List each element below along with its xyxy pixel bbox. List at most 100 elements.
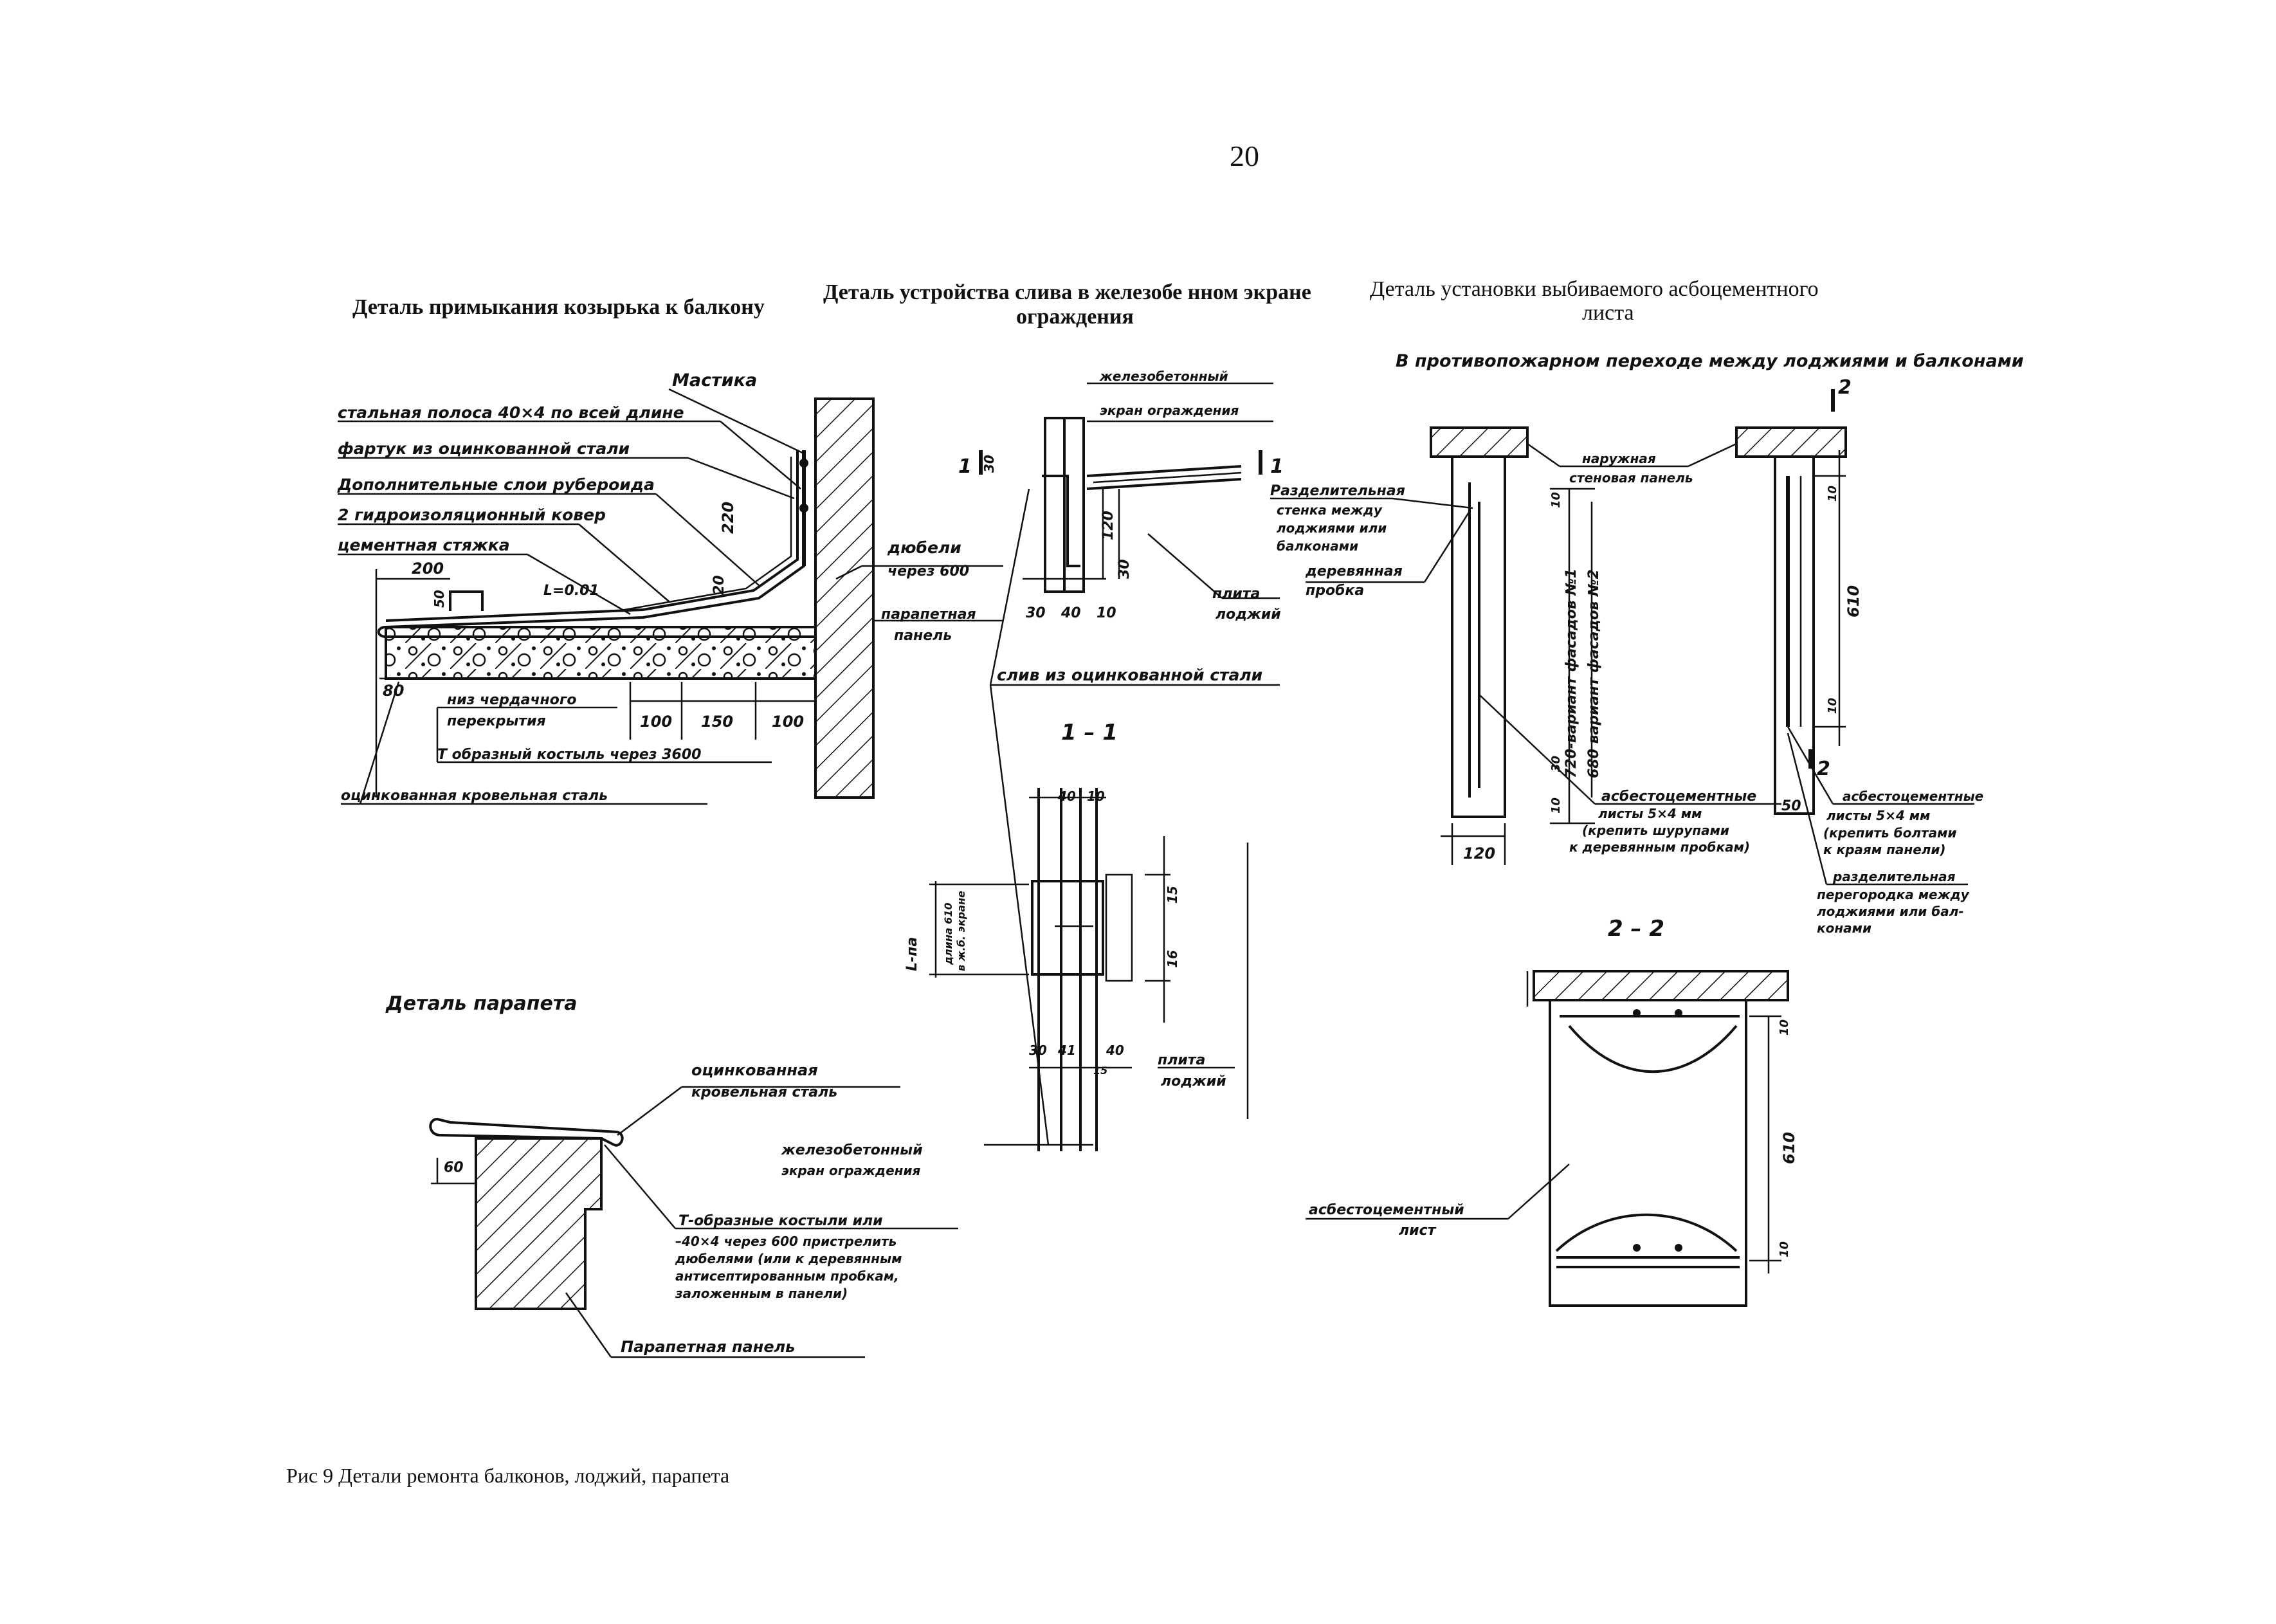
figure-caption: Рис 9 Детали ремонта балконов, лоджий, п… [286,1464,729,1487]
label-wood-plug-1: деревянная [1305,563,1403,579]
label-t-brackets-4: антисептированным пробкам, [675,1268,899,1284]
label-l-profile-3: в ж.б. экране [955,891,967,971]
label-t-bracket: Т образный костыль через 3600 [437,747,701,763]
dim-100-b: 100 [772,713,804,731]
label-divider-2: стенка между [1277,502,1383,518]
label-fartuk: фартук из оцинкованной стали [338,439,630,458]
dim-150: 150 [701,713,733,731]
dim-15-s11: 15 [1165,886,1180,904]
title-detail-3-line-2: листа [1582,301,1634,325]
detail-2-drain: 1 1 железобетонный экран ограждения плит… [781,369,1284,1178]
dim-120: 120 [1100,511,1116,540]
label-dowels-2: через 600 [888,563,969,579]
label-dowels-1: дюбели [887,538,961,557]
label-rc-screen-3: железобетонный [781,1142,923,1158]
label-l-profile-1: L-па [904,937,920,971]
label-rc-screen-1: железобетонный [1099,369,1228,384]
detail-1-canopy-junction: Мастика стальная полоса 40×4 по всей дли… [337,370,1003,805]
label-slab-4: лоджий [1161,1073,1226,1090]
title-detail-3-line-1: Деталь установки выбиваемого асбоцементн… [1370,277,1819,301]
title-detail-2-line-1: Деталь устройства слива в железобе нном … [823,280,1311,304]
label-parapet-panel: Парапетная панель [621,1338,795,1356]
label-asbestos-sheet-2: лист [1399,1223,1437,1239]
section-mark-1-right: 1 [1270,455,1284,478]
label-slope: L=0.01 [543,583,599,599]
label-wood-plug-2: пробка [1306,583,1364,599]
dim-10-right-top: 10 [1826,486,1839,502]
label-t-brackets-3: дюбелями (или к деревянным [675,1251,902,1266]
dim-30-side: 30 [1116,559,1133,579]
dim-10-s22-top: 10 [1778,1019,1791,1036]
section-mark-2-bottom: 2 [1817,758,1830,780]
label-asbestos-right-3: (крепить болтами [1823,825,1956,841]
label-divider-1: Разделительная [1270,483,1405,499]
dim-100-a: 100 [640,713,672,731]
dim-50: 50 [432,590,447,608]
dim-40-s11: 40 [1057,789,1076,804]
dim-50-right: 50 [1781,798,1801,814]
label-drain: слив из оцинкованной стали [997,666,1262,684]
label-asbestos-left-1: асбестоцементные [1601,789,1756,805]
dim-220: 220 [719,502,737,534]
label-asbestos-left-4: к деревянным пробкам) [1569,839,1750,855]
label-parapet-panel-2: панель [894,628,952,644]
label-divider-3: лоджиями или [1277,520,1387,536]
dim-10-s22-bottom: 10 [1778,1241,1791,1257]
section-label-2-2: 2 – 2 [1608,916,1664,942]
label-asbestos-sheet-1: асбестоцементный [1309,1202,1464,1218]
label-rc-screen-2: экран ограждения [1100,403,1239,418]
page-number: 20 [1230,140,1259,172]
label-t-brackets-1: Т-образные костыли или [678,1213,883,1229]
label-outer-wall-1: наружная [1582,451,1656,466]
label-mastika: Мастика [672,370,757,390]
label-asbestos-left-2: листы 5×4 мм [1598,806,1702,821]
dim-610-right: 610 [1844,585,1862,617]
dim-30-top: 30 [981,455,997,473]
dim-41-s11: 41 [1057,1043,1076,1058]
dim-200: 200 [412,560,444,578]
section-mark-2-top: 2 [1838,376,1852,399]
subtitle-detail-3: В противопожарном переходе между лоджиям… [1396,351,2024,371]
title-detail-2-line-2: ограждения [1016,305,1134,329]
title-detail-4: Деталь парапета [385,992,577,1015]
label-steel-strip: стальная полоса 40×4 по всей длине [338,403,684,422]
label-asbestos-right-1: асбестоцементные [1843,789,1983,804]
dim-20: 20 [711,575,727,595]
label-variant-2: 680 вариант фасадов №2 [1586,569,1602,778]
dim-10-s11: 10 [1087,789,1105,804]
dim-30-left: 30 [1549,756,1563,772]
label-partition-1: разделительная [1832,869,1956,884]
label-slab-3: плита [1158,1052,1205,1068]
dim-10-bottom: 10 [1097,605,1116,621]
dim-40-bottom: 40 [1061,605,1081,621]
label-extra-layers: Дополнительные слои рубероида [337,475,655,494]
label-attic-bottom-2: перекрытия [447,713,546,729]
label-rc-screen-4: экран ограждения [781,1163,920,1178]
dim-10-left-bottom: 10 [1549,798,1563,814]
label-waterproof-cover: 2 гидроизоляционный ковер [338,506,606,524]
title-detail-1: Деталь примыкания козырька к балкону [352,295,765,319]
label-asbestos-left-3: (крепить шурупами [1582,823,1729,838]
label-l-profile-2: длина 610 [942,902,954,965]
dim-15-s11-b: 15 [1093,1064,1107,1077]
dim-10-right-bottom: 10 [1826,698,1839,714]
section-mark-1-left: 1 [958,455,972,478]
label-asbestos-right-4: к краям панели) [1823,842,1946,857]
label-partition-3: лоджиями или бал- [1817,904,1964,919]
label-galvanized-1: оцинкованная [691,1061,818,1079]
dim-80: 80 [383,682,404,700]
dim-120-left: 120 [1463,844,1495,862]
dim-30-bottom: 30 [1026,605,1046,621]
label-attic-bottom-1: низ чердачного [447,692,576,708]
label-asbestos-right-2: листы 5×4 мм [1826,808,1930,823]
label-galvanized-steel: оцинкованная кровельная сталь [341,788,608,804]
detail-4-parapet: Деталь парапета оцинкованная кровельная … [385,992,958,1358]
label-parapet-panel-1: парапетная [881,607,976,623]
label-variant-1: 720-вариант фасадов №1 [1563,569,1580,778]
label-t-brackets-2: –40×4 через 600 пристрелить [675,1234,897,1249]
dim-10-left-top: 10 [1549,492,1563,508]
dim-610-s22: 610 [1780,1132,1798,1164]
dim-16-s11: 16 [1165,950,1180,968]
detail-3-asbestos-sheet: 2 2 наружная стеновая панель Разделитель… [1270,376,1983,1307]
